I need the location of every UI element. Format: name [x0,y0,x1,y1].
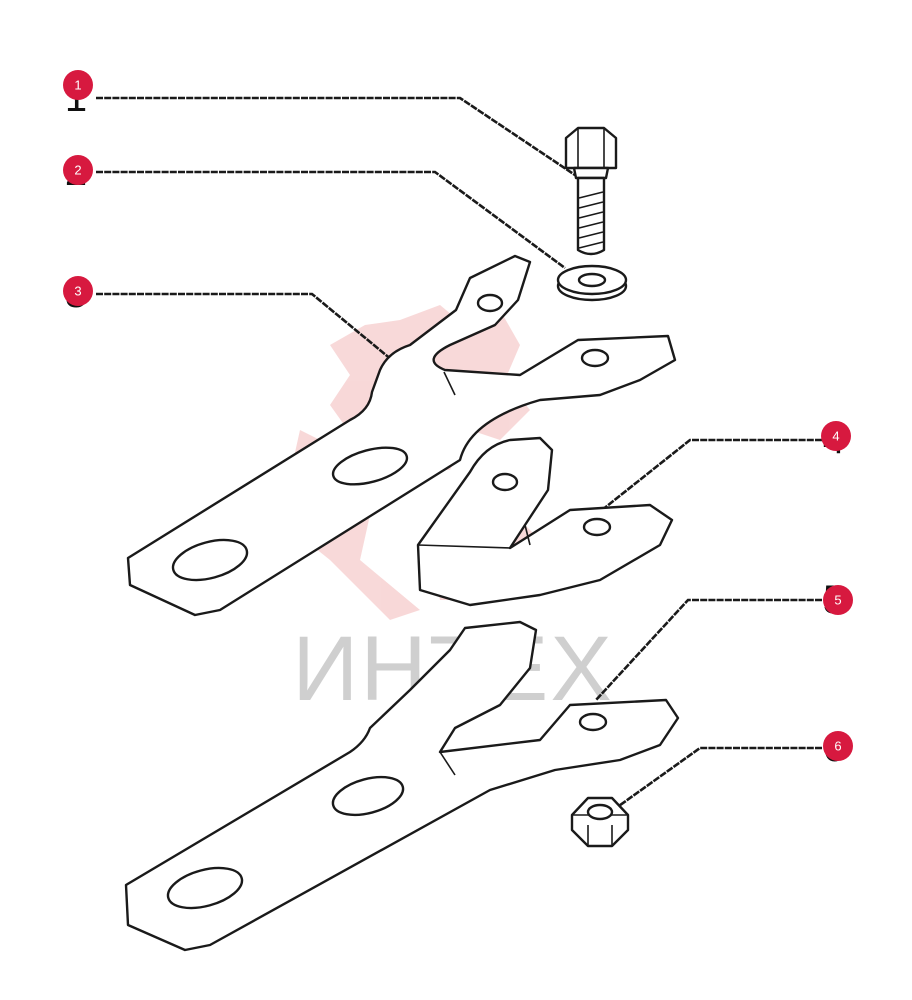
callout-label: 5 [834,593,841,608]
lower-plate-part [124,620,680,952]
bolt-part [564,126,618,256]
washer-part [556,264,628,302]
leader-line-2 [96,170,566,270]
callout-5[interactable]: 5 [823,585,853,615]
leader-line-1 [96,96,576,177]
leader-line-6 [615,746,822,810]
upper-plate-part [126,254,677,617]
callout-label: 4 [832,429,839,444]
callout-label: 3 [74,284,81,299]
callout-6[interactable]: 6 [823,731,853,761]
callout-badge[interactable] [63,70,93,100]
nut-part [570,796,630,848]
callout-1[interactable]: 1 [63,70,93,100]
middle-bracket-part [416,436,674,607]
callout-2[interactable]: 2 [63,155,93,185]
leader-line-5 [595,598,822,701]
callout-badge[interactable] [823,731,853,761]
callout-label: 1 [74,78,81,93]
callout-badge[interactable] [823,585,853,615]
leader-line-4 [601,438,822,512]
callout-3[interactable]: 3 [63,276,93,306]
callout-badge[interactable] [63,276,93,306]
leader-lines [96,96,822,810]
callout-label: 6 [834,739,841,754]
callout-4[interactable]: 4 [821,421,851,451]
callout-label: 2 [74,163,81,178]
leader-line-3 [96,292,393,362]
callout-badge[interactable] [63,155,93,185]
callout-badge[interactable] [821,421,851,451]
